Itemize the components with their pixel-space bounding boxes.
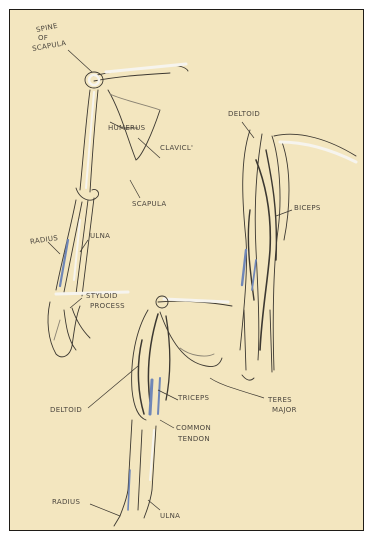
label-styloid-1: STYLOID [86,292,118,300]
label-teres-major-2: MAJOR [272,406,297,414]
label-ulna-upper: ULNA [90,232,110,240]
arm-skeleton-drawing [48,64,188,357]
label-scapula: SCAPULA [132,200,166,208]
label-ulna-lower: ULNA [160,512,180,520]
sketch-page: SPINE OF SCAPULA HUMERUS CLAVICL' SCAPUL… [9,9,364,531]
label-biceps: BICEPS [294,204,321,212]
label-radius-lower: RADIUS [52,498,80,506]
arm-muscles-drawing [240,130,356,380]
label-humerus: HUMERUS [108,124,145,132]
label-clavicle: CLAVICL' [160,144,193,152]
label-triceps: TRICEPS [178,394,209,402]
anatomy-sketch [10,10,364,531]
label-deltoid-lower: DELTOID [50,406,82,414]
label-styloid-2: PROCESS [90,302,125,310]
label-spine-of-scapula-2: OF [38,34,48,42]
label-common-tendon-2: TENDON [178,435,210,443]
leader-lines [48,50,292,516]
label-teres-major-1: TERES [268,396,292,404]
lower-arm-drawing [114,296,232,526]
label-common-tendon-1: COMMON [176,424,211,432]
label-deltoid-upper: DELTOID [228,110,260,118]
